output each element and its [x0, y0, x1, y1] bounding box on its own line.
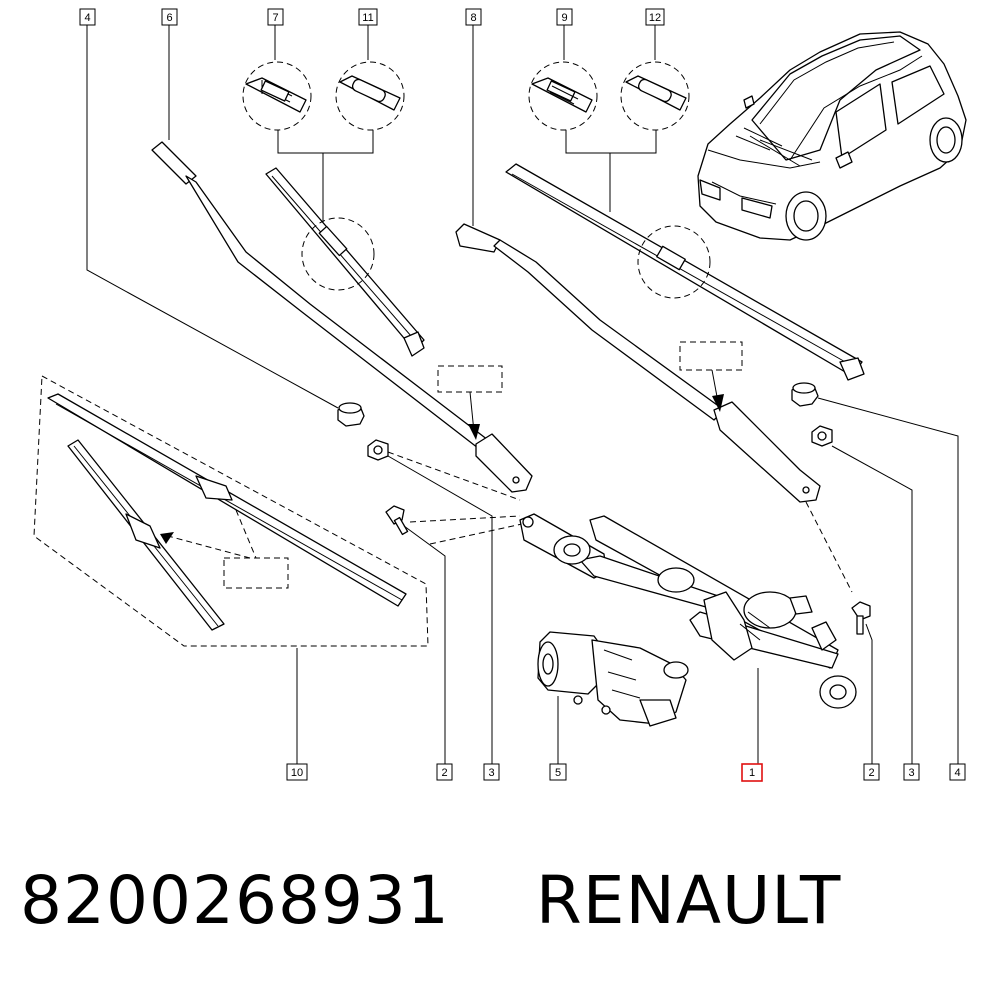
- callout-bottom-5: 5: [549, 763, 567, 781]
- wiper-blade-left: [265, 167, 425, 357]
- callout-top-9: 9: [556, 8, 573, 26]
- wiper-linkage: [519, 513, 857, 709]
- car-illustration: [697, 31, 967, 241]
- callout-label: 4: [84, 12, 90, 24]
- callout-top-8: 8: [465, 8, 482, 26]
- wiper-motor: [537, 631, 689, 727]
- callout-bottom-3b: 3: [903, 763, 920, 781]
- callout-top-7: 7: [267, 8, 284, 26]
- part-caption: 8200268931 RENAULT: [20, 862, 841, 942]
- nut-cap-right: [791, 382, 819, 407]
- callout-top-6: 6: [161, 8, 178, 26]
- callout-bottom-1: 1: [741, 763, 763, 782]
- callout-bottom-4: 4: [949, 763, 966, 781]
- wiper-arm-left: [151, 141, 533, 493]
- callout-label: 9: [561, 12, 567, 24]
- bolt-left: [385, 505, 409, 536]
- detail-circle-9: [528, 61, 598, 131]
- callout-top-4: 4: [79, 8, 96, 26]
- callout-top-12: 12: [645, 8, 665, 26]
- callout-top-11: 11: [358, 8, 378, 26]
- top-leader-lines: [86, 25, 657, 409]
- detail-circle-12: [620, 61, 690, 131]
- callout-label: 10: [291, 767, 303, 779]
- callout-label: 6: [166, 12, 172, 24]
- callout-bottom-10: 10: [286, 763, 308, 781]
- callout-label: 11: [362, 12, 373, 24]
- brand-name: RENAULT: [535, 862, 842, 939]
- callout-label: 5: [555, 767, 561, 779]
- nut-right: [811, 425, 833, 447]
- bolt-right: [851, 601, 871, 635]
- nut-cap-left: [337, 402, 365, 427]
- wiper-arm-right: [455, 223, 821, 503]
- placeholder-boxes: [223, 341, 743, 589]
- part-number: 8200268931: [20, 862, 450, 939]
- callout-label: 7: [272, 12, 278, 24]
- detail-circle-7: [242, 61, 312, 131]
- callout-bottom-3a: 3: [483, 763, 500, 781]
- blade-set-group: [33, 375, 429, 647]
- callout-label: 3: [488, 767, 494, 779]
- callout-label: 3: [908, 767, 914, 779]
- callout-label: 8: [470, 12, 476, 24]
- callout-label: 4: [954, 767, 960, 779]
- nut-left: [367, 439, 389, 461]
- assembly-dash-lines: [387, 451, 853, 593]
- callout-label: 1: [749, 767, 755, 779]
- callout-label: 12: [649, 12, 661, 24]
- callout-bottom-2a: 2: [436, 763, 453, 781]
- callout-label: 2: [868, 767, 874, 779]
- callout-bottom-2b: 2: [863, 763, 880, 781]
- bottom-leader-lines: [296, 397, 959, 764]
- detail-circle-11: [335, 61, 405, 131]
- callout-label: 2: [441, 767, 447, 779]
- wiper-blade-right: [505, 163, 865, 381]
